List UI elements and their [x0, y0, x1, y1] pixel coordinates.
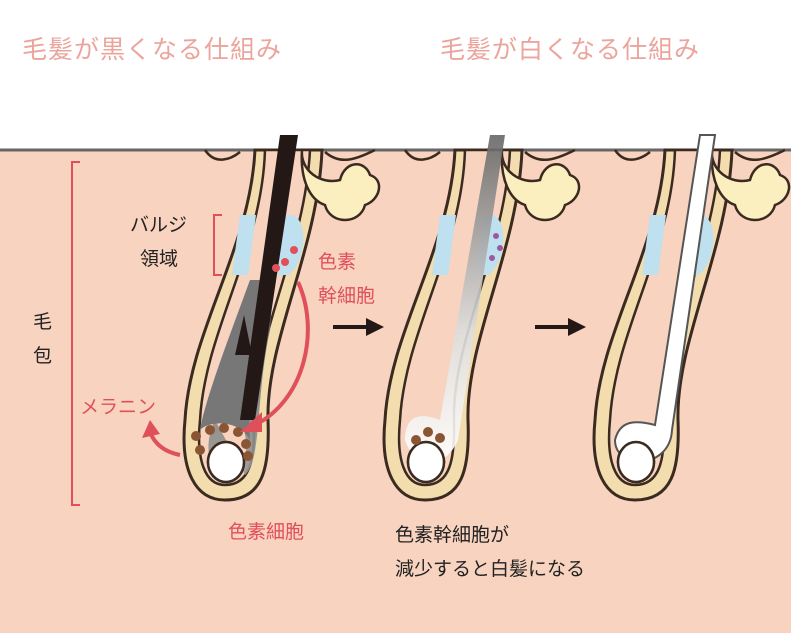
bulge-label-line2: 領域 — [140, 248, 179, 270]
up-arrow-icon — [235, 315, 252, 355]
follicle-label-line1: 毛 — [33, 311, 53, 333]
pigment-stem-cells — [272, 246, 298, 272]
title-white-hair: 毛髪が白くなる仕組み — [440, 35, 701, 64]
bulge-label: バルジ 領域 — [130, 208, 187, 276]
follicle-graying — [382, 135, 581, 502]
title-black-hair: 毛髪が黒くなる仕組み — [22, 35, 283, 64]
graying-hair-shaft — [405, 135, 505, 463]
follicle-label: 毛 包 — [33, 305, 52, 373]
melanocyte-label: 色素細胞 — [228, 521, 305, 543]
bulge-bracket — [213, 214, 222, 276]
white-hair-shaft — [613, 134, 717, 463]
follicle-bracket — [71, 161, 80, 506]
migration-arrow — [254, 281, 310, 427]
stem-cell-label: 色素 幹細胞 — [318, 245, 375, 313]
melanin-granules — [191, 423, 253, 461]
stem-cell-label-line1: 色素 — [318, 251, 357, 273]
right-arrow-icon — [333, 318, 384, 336]
caption: 色素幹細胞が 減少すると白髪になる — [395, 518, 585, 586]
caption-line1: 色素幹細胞が — [395, 524, 510, 546]
right-arrow-icon — [535, 318, 586, 336]
bulge-label-line1: バルジ — [130, 214, 188, 236]
black-hair-shaft — [240, 135, 298, 420]
melanin-label: メラニン — [80, 396, 157, 418]
caption-line2: 減少すると白髪になる — [395, 558, 586, 580]
follicle-label-line2: 包 — [33, 345, 53, 367]
follicle-black — [142, 135, 381, 502]
stem-cell-label-line2: 幹細胞 — [318, 285, 376, 307]
follicle-white — [592, 134, 791, 502]
